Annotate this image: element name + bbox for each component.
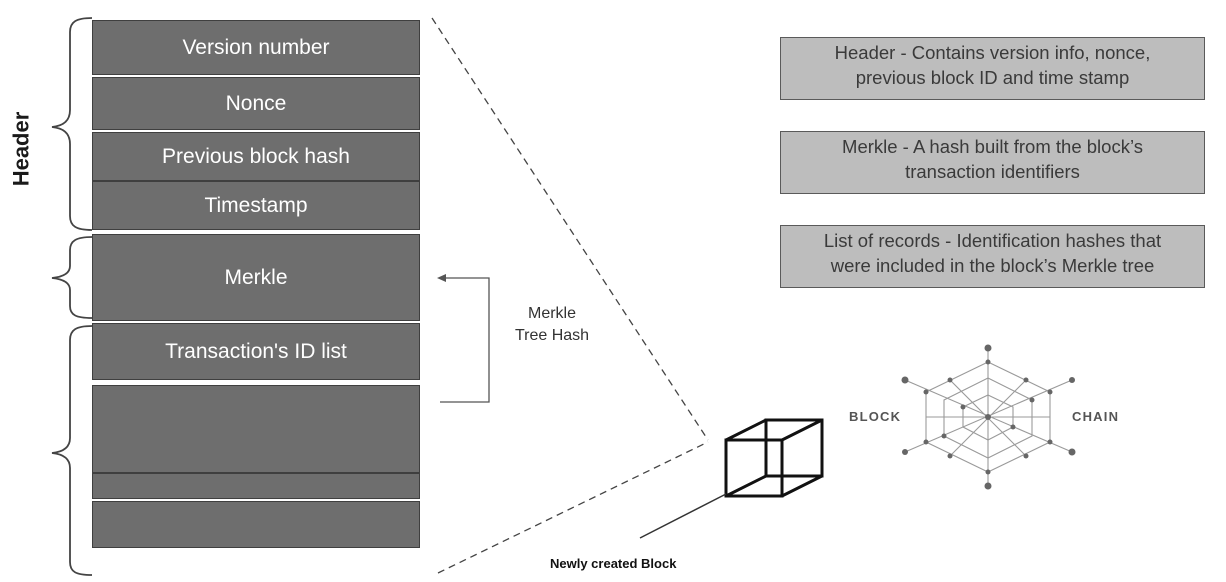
block-record-3	[92, 501, 420, 548]
block-timestamp-label: Timestamp	[204, 193, 308, 217]
merkle-brace-icon	[51, 236, 93, 319]
block-merkle-label: Merkle	[224, 265, 288, 289]
info-box-records: List of records - Identification hashes …	[780, 225, 1205, 288]
block-version-label: Version number	[182, 35, 330, 59]
merkle-label-line1: Merkle	[527, 305, 576, 322]
info-box-merkle: Merkle - A hash built from the block’s t…	[780, 131, 1205, 194]
merkle-label-line2: Tree Hash	[514, 327, 590, 344]
info-header-line1: Header - Contains version info, nonce,	[834, 42, 1151, 63]
block-nonce: Nonce	[92, 77, 420, 130]
info-records-line2: were included in the block’s Merkle tree	[830, 255, 1155, 276]
brace-icons	[51, 17, 93, 576]
block-previous-hash: Previous block hash	[92, 132, 420, 181]
blockchain-logo-icon: BLOCK CHAIN	[849, 344, 1119, 490]
cube-icon	[724, 418, 824, 498]
block-timestamp: Timestamp	[92, 181, 420, 230]
merkle-tree-hash-label: Merkle Tree Hash	[506, 303, 598, 347]
info-records-line1: List of records - Identification hashes …	[823, 230, 1162, 251]
dashed-line-bottom	[437, 441, 709, 574]
logo-chain-text: CHAIN	[1072, 409, 1119, 424]
header-brace-icon	[51, 17, 93, 231]
block-record-2	[92, 473, 420, 499]
info-box-header: Header - Contains version info, nonce, p…	[780, 37, 1205, 100]
dashed-line-top	[431, 17, 709, 441]
perspective-lines	[431, 17, 709, 574]
block-nonce-label: Nonce	[225, 91, 287, 115]
block-version-number: Version number	[92, 20, 420, 75]
block-tx-list-label: Transaction's ID list	[165, 339, 347, 363]
cube-pointer-line	[639, 493, 727, 539]
block-transaction-list: Transaction's ID list	[92, 323, 420, 380]
logo-block-text: BLOCK	[849, 409, 901, 424]
newly-created-block-caption: Newly created Block	[550, 556, 677, 571]
info-merkle-line1: Merkle - A hash built from the block’s	[842, 136, 1143, 157]
arrow-head-icon	[437, 274, 446, 282]
records-brace-icon	[51, 325, 93, 576]
merkle-bracket-arrow	[440, 277, 490, 403]
info-header-line2: previous block ID and time stamp	[855, 67, 1130, 88]
block-record-1	[92, 385, 420, 473]
info-merkle-line2: transaction identifiers	[905, 161, 1080, 182]
block-merkle: Merkle	[92, 234, 420, 321]
block-prev-hash-label: Previous block hash	[162, 144, 350, 168]
